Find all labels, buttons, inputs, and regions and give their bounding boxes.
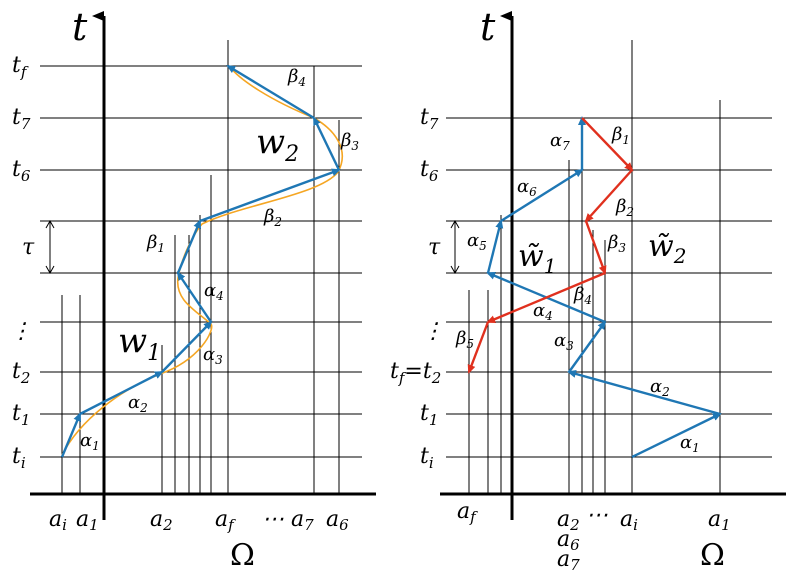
svg-text:a1: a1: [76, 507, 99, 534]
right-reverse-path: [467, 117, 634, 374]
region-w1: w1: [118, 321, 161, 366]
svg-text:a6: a6: [326, 507, 349, 534]
svg-text:a2: a2: [557, 507, 580, 534]
alpha1-arrow: [60, 412, 82, 458]
left-tau-bracket: [45, 219, 55, 275]
svg-text:α3: α3: [203, 344, 223, 367]
svg-text:t6: t6: [420, 157, 439, 185]
svg-text:α4: α4: [204, 280, 224, 303]
svg-text:af: af: [215, 507, 236, 534]
beta1-arrow: [581, 117, 634, 172]
svg-text:af: af: [457, 499, 478, 526]
svg-text:a1: a1: [708, 507, 731, 534]
right-time-lines: [446, 117, 772, 458]
beta4-arrow: [486, 271, 606, 324]
right-forward-path: [486, 116, 722, 459]
left-panel: t Ω tf t7 t6 τ ⋮ t2 t1 ti ai a1 a2 af ⋯ …: [10, 5, 376, 573]
svg-text:t7: t7: [420, 105, 439, 133]
alpha5-arrow: [486, 219, 504, 274]
svg-text:τ: τ: [428, 235, 441, 260]
right-tau-bracket: [450, 219, 460, 275]
svg-text:β1: β1: [146, 232, 165, 255]
svg-text:t6: t6: [12, 157, 31, 185]
alpha2-arrow: [567, 370, 721, 416]
svg-text:α4: α4: [533, 300, 553, 323]
svg-text:β3: β3: [607, 232, 626, 255]
svg-text:ai: ai: [620, 507, 638, 534]
svg-text:⋮: ⋮: [10, 319, 32, 344]
alpha3-arrow: [161, 320, 213, 373]
svg-text:ti: ti: [12, 444, 26, 472]
svg-text:α2: α2: [650, 376, 670, 399]
svg-text:α2: α2: [128, 392, 148, 415]
beta4-arrow: [226, 64, 315, 120]
left-t-axis-label: t: [72, 5, 88, 49]
right-panel: t Ω t7 t6 τ ⋮ tf=t2 t1 ti af a2 ⋯ ai a1 …: [390, 5, 786, 574]
beta5-arrow: [467, 321, 490, 374]
left-state-lines: [61, 40, 340, 495]
svg-text:β2: β2: [615, 196, 634, 219]
region-w2: w2: [256, 122, 299, 167]
svg-text:α6: α6: [517, 176, 537, 199]
right-omega-label: Ω: [700, 538, 725, 573]
beta2-arrow: [199, 168, 341, 223]
beta3-arrow: [584, 220, 607, 275]
left-omega-label: Ω: [230, 538, 255, 573]
svg-text:ti: ti: [420, 444, 434, 472]
left-t-ticks: tf t7 t6 τ ⋮ t2 t1 ti: [10, 53, 35, 472]
svg-text:α7: α7: [550, 130, 570, 153]
svg-text:β5: β5: [455, 328, 474, 351]
svg-text:a7: a7: [557, 547, 580, 574]
alpha2-arrow: [79, 370, 164, 416]
svg-text:a2: a2: [150, 507, 173, 534]
beta2-arrow: [584, 169, 633, 223]
alpha3-arrow: [568, 320, 607, 373]
svg-text:α1: α1: [80, 430, 100, 453]
beta1-arrow: [176, 219, 202, 274]
right-a-ticks: af a2 ⋯ ai a1 a6 a7: [457, 499, 731, 574]
svg-text:β4: β4: [287, 66, 306, 89]
svg-text:t7: t7: [12, 105, 31, 133]
svg-text:τ: τ: [22, 235, 35, 260]
svg-text:⋯ a7: ⋯ a7: [262, 507, 314, 534]
alpha4-arrow: [176, 271, 212, 323]
alpha6-arrow: [500, 168, 584, 223]
svg-text:α3: α3: [554, 330, 574, 353]
svg-text:β1: β1: [611, 124, 630, 147]
svg-text:t1: t1: [420, 401, 438, 429]
svg-text:β3: β3: [340, 130, 359, 153]
right-region-labels: w̃1 w̃2: [518, 229, 686, 278]
svg-text:t2: t2: [12, 359, 30, 387]
svg-text:t1: t1: [12, 401, 30, 429]
svg-text:⋮: ⋮: [422, 319, 444, 344]
alpha1-arrow: [631, 412, 722, 459]
beta3-arrow: [312, 116, 341, 171]
right-t-axis-label: t: [480, 5, 496, 49]
svg-text:⋯: ⋯: [586, 503, 608, 528]
svg-text:tf=t2: tf=t2: [390, 359, 441, 387]
svg-text:β2: β2: [263, 206, 282, 229]
svg-text:tf: tf: [12, 53, 29, 81]
svg-text:α5: α5: [467, 230, 487, 253]
region-w-tilde-1: w̃1: [518, 239, 556, 278]
svg-text:ai: ai: [49, 507, 67, 534]
left-a-ticks: ai a1 a2 af ⋯ a7 a6: [49, 507, 349, 534]
left-path: [60, 64, 341, 458]
left-time-lines: [40, 65, 362, 458]
right-t-ticks: t7 t6 τ ⋮ tf=t2 t1 ti: [390, 105, 444, 472]
svg-text:β4: β4: [573, 284, 592, 307]
svg-text:a6: a6: [557, 527, 580, 554]
region-w-tilde-2: w̃2: [648, 229, 686, 268]
svg-text:α1: α1: [680, 432, 700, 455]
